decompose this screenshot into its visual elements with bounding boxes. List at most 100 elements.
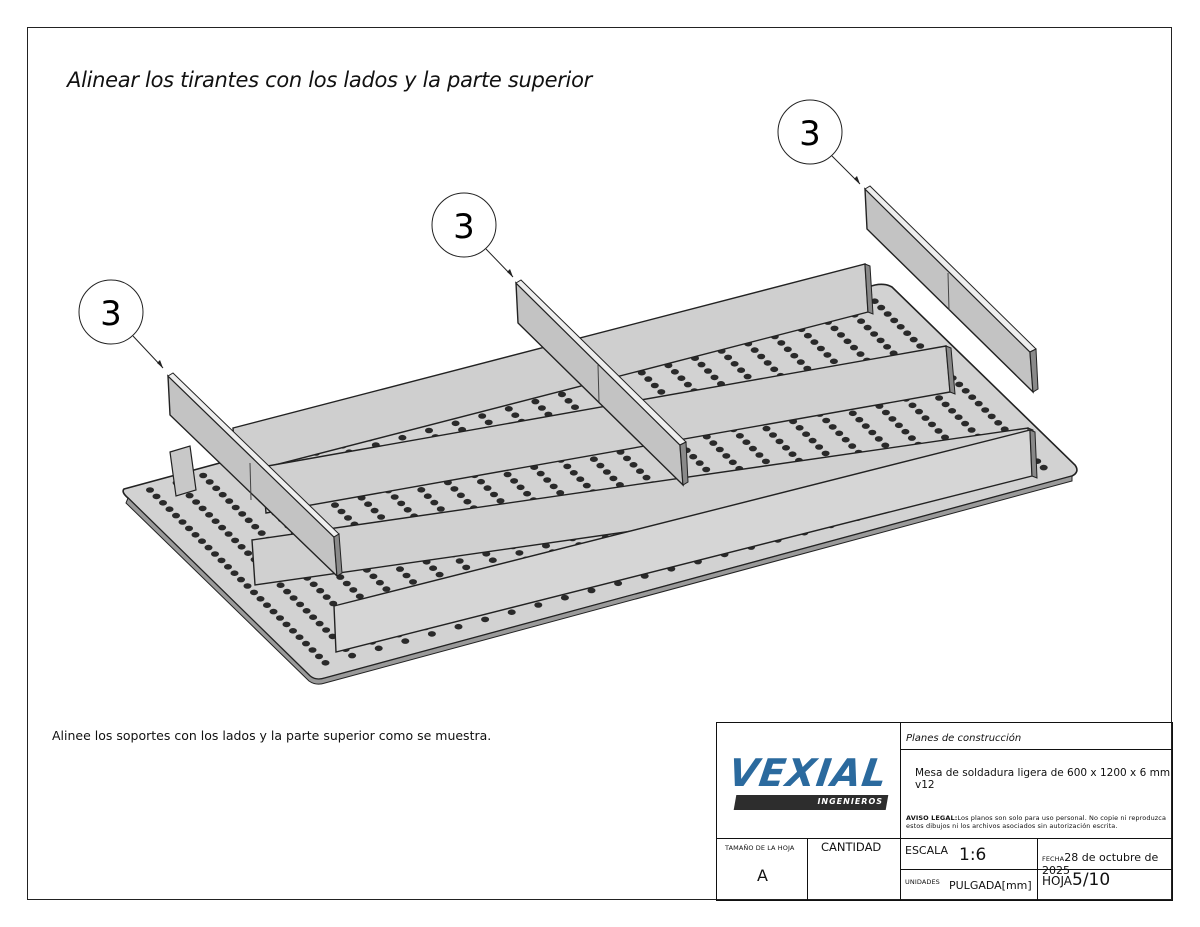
plate-hole bbox=[504, 406, 513, 412]
plate-hole bbox=[748, 445, 757, 452]
sheet-label: HOJA bbox=[1042, 874, 1073, 888]
plate-hole bbox=[843, 338, 852, 345]
date-field: FECHA28 de octubre de 2025 bbox=[1042, 851, 1172, 877]
plate-hole bbox=[735, 433, 744, 439]
plate-hole bbox=[269, 608, 278, 615]
plate-hole bbox=[896, 324, 905, 330]
plate-hole bbox=[777, 340, 786, 346]
plate-hole bbox=[463, 498, 472, 505]
plate-hole bbox=[456, 492, 465, 499]
plate-hole bbox=[205, 512, 214, 518]
plate-hole bbox=[961, 388, 970, 394]
rail-front bbox=[333, 429, 1038, 653]
cross-brace-left bbox=[167, 372, 343, 578]
plate-hole bbox=[257, 530, 266, 536]
plate-hole bbox=[695, 460, 704, 466]
plate-hole bbox=[315, 620, 324, 627]
plate-hole bbox=[808, 437, 817, 444]
plate-hole bbox=[484, 419, 493, 426]
plate-hole bbox=[523, 490, 532, 497]
plate-hole bbox=[857, 318, 866, 325]
plate-hole bbox=[204, 544, 213, 551]
company-logo: VEXIAL INGENIEROS bbox=[725, 751, 891, 813]
plate-hole bbox=[455, 558, 464, 564]
plate-hole bbox=[763, 360, 772, 366]
plate-hole bbox=[870, 331, 879, 337]
plate-hole bbox=[322, 627, 331, 633]
plate-hole bbox=[211, 551, 219, 557]
plate-hole bbox=[390, 494, 399, 500]
plate-hole bbox=[549, 483, 558, 490]
plate-hole bbox=[876, 337, 885, 344]
plate-hole bbox=[478, 413, 487, 419]
plate-hole bbox=[191, 532, 200, 538]
plate-hole bbox=[450, 486, 459, 492]
plate-hole bbox=[602, 469, 611, 475]
plate-hole bbox=[901, 428, 910, 435]
plate-hole bbox=[283, 588, 292, 595]
plate-hole bbox=[225, 498, 234, 504]
plate-hole bbox=[425, 427, 433, 434]
plate-hole bbox=[217, 557, 226, 564]
plate-hole bbox=[560, 594, 569, 601]
plate-hole bbox=[172, 512, 180, 519]
plate-hole bbox=[237, 544, 246, 550]
plate-hole bbox=[903, 330, 912, 337]
plate-hole bbox=[244, 550, 253, 556]
callout-left: 3 bbox=[78, 279, 164, 369]
plate-hole bbox=[543, 477, 552, 483]
units-value: PULGADA[mm] bbox=[949, 879, 1032, 892]
logo-wordmark: VEXIAL bbox=[725, 751, 891, 795]
plate-hole bbox=[230, 570, 239, 576]
plate-hole bbox=[309, 581, 318, 588]
plate-hole bbox=[881, 409, 890, 416]
plate-hole bbox=[429, 565, 438, 571]
legal-text-1: Los planos son solo para uso personal. N… bbox=[957, 814, 1167, 822]
plate-hole bbox=[1039, 464, 1048, 471]
plate-hole bbox=[510, 478, 519, 484]
units-label: UNIDADES bbox=[905, 878, 940, 886]
plate-hole bbox=[178, 519, 187, 525]
plate-hole bbox=[915, 408, 923, 415]
plate-hole bbox=[192, 499, 201, 505]
plate-hole bbox=[515, 550, 524, 556]
plate-hole bbox=[968, 394, 977, 401]
plate-hole bbox=[571, 404, 579, 411]
plate-hole bbox=[955, 381, 964, 388]
plate-hole bbox=[994, 420, 1003, 426]
plate-hole bbox=[403, 507, 412, 513]
plate-hole bbox=[417, 487, 426, 493]
plate-hole bbox=[364, 501, 373, 508]
plate-hole bbox=[783, 346, 792, 353]
plate-hole bbox=[830, 325, 839, 332]
callout-number: 3 bbox=[100, 294, 122, 334]
plate-hole bbox=[650, 382, 659, 389]
plate-hole bbox=[883, 311, 892, 317]
plate-hole bbox=[790, 352, 799, 359]
plate-hole bbox=[709, 440, 718, 446]
plate-hole bbox=[576, 476, 585, 483]
plate-hole bbox=[715, 446, 724, 453]
plate-hole bbox=[755, 452, 764, 458]
plate-hole bbox=[841, 436, 850, 443]
plate-hole bbox=[704, 368, 712, 374]
plate-hole bbox=[730, 361, 739, 367]
plate-hole bbox=[564, 398, 573, 404]
plate-hole bbox=[212, 485, 221, 492]
plate-hole bbox=[877, 304, 886, 311]
plate-hole bbox=[377, 514, 386, 520]
plate-hole bbox=[289, 628, 297, 634]
plate-hole bbox=[276, 615, 284, 621]
plate-hole bbox=[382, 586, 391, 592]
plate-hole bbox=[796, 359, 805, 365]
plate-hole bbox=[596, 462, 605, 469]
plate-hole bbox=[916, 343, 925, 349]
legal-text-2: estos dibujos ni los archivos asociados … bbox=[906, 822, 1118, 830]
plate-hole bbox=[821, 450, 830, 457]
plate-hole bbox=[329, 600, 338, 607]
plate-hole bbox=[315, 653, 323, 660]
plate-hole bbox=[954, 414, 963, 421]
plate-hole bbox=[563, 463, 572, 470]
sheet-number-field: HOJA5/10 bbox=[1042, 870, 1110, 890]
